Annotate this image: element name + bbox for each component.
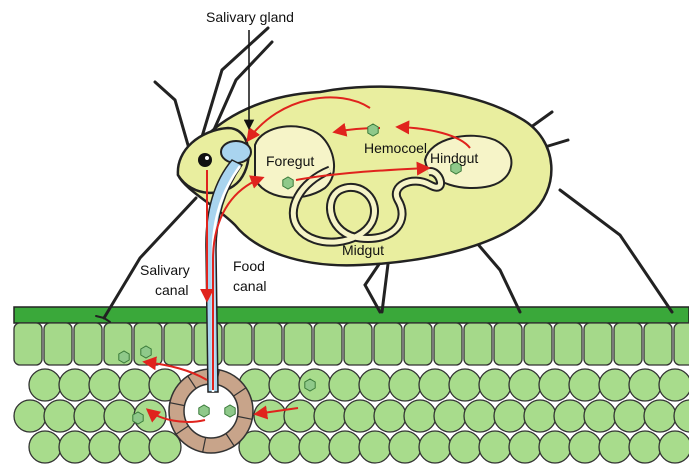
- mesophyll-cell: [269, 431, 301, 463]
- mesophyll-cell: [119, 369, 151, 401]
- mesophyll-cell: [29, 431, 61, 463]
- epidermis-cell: [434, 323, 462, 365]
- virus-particle-icon: [283, 177, 293, 189]
- mesophyll-cell: [344, 400, 376, 432]
- label-foregut: Foregut: [266, 153, 314, 169]
- mesophyll-cell: [404, 400, 436, 432]
- epidermis-cell: [404, 323, 432, 365]
- mesophyll-cell: [74, 400, 106, 432]
- mesophyll-cell: [509, 369, 541, 401]
- epidermis-cell: [554, 323, 582, 365]
- mesophyll-cell: [389, 431, 421, 463]
- mesophyll-cell: [284, 400, 316, 432]
- label-salivary-canal-1: Salivary: [140, 262, 190, 278]
- mesophyll-cell: [299, 431, 331, 463]
- mesophyll-cell: [464, 400, 496, 432]
- epidermis-cell: [644, 323, 672, 365]
- mesophyll-cell: [539, 369, 571, 401]
- mesophyll-cell: [374, 400, 406, 432]
- mesophyll-cell: [479, 369, 511, 401]
- mesophyll-cell: [659, 369, 689, 401]
- salivary-gland: [221, 141, 251, 163]
- mesophyll-cell: [89, 431, 121, 463]
- mesophyll-cell: [119, 431, 151, 463]
- epidermis-cell: [284, 323, 312, 365]
- mesophyll-cell: [44, 400, 76, 432]
- virus-particle-icon: [305, 379, 315, 391]
- mesophyll-cell: [479, 431, 511, 463]
- epidermis-cell: [14, 323, 42, 365]
- virus-particle-icon: [225, 405, 235, 417]
- epidermis-cell: [314, 323, 342, 365]
- mesophyll-cell: [509, 431, 541, 463]
- mesophyll-cell: [419, 431, 451, 463]
- label-salivary-gland: Salivary gland: [206, 9, 294, 25]
- mesophyll-cell: [104, 400, 136, 432]
- mesophyll-cell: [494, 400, 526, 432]
- mesophyll-cell: [629, 431, 661, 463]
- mesophyll-cell: [644, 400, 676, 432]
- mesophyll-cell: [539, 431, 571, 463]
- mesophyll-cell: [674, 400, 689, 432]
- epidermis-cell: [524, 323, 552, 365]
- epidermis-cell: [614, 323, 642, 365]
- mesophyll-cell: [599, 431, 631, 463]
- mesophyll-cell: [314, 400, 346, 432]
- label-salivary-canal-2: canal: [155, 282, 188, 298]
- epidermis-cell: [494, 323, 522, 365]
- mesophyll-cell: [29, 369, 61, 401]
- mesophyll-cell: [659, 431, 689, 463]
- leaf-tissue: [14, 307, 689, 463]
- epidermis-cells: [14, 323, 689, 365]
- epidermis-cell: [674, 323, 689, 365]
- epidermis-cell: [584, 323, 612, 365]
- mesophyll-cell: [329, 431, 361, 463]
- label-food-canal-2: canal: [233, 278, 266, 294]
- mesophyll-cell: [569, 369, 601, 401]
- mesophyll-cell: [614, 400, 646, 432]
- virus-particle-icon: [368, 124, 378, 136]
- epidermis-cell: [344, 323, 372, 365]
- virus-particle-icon: [199, 405, 209, 417]
- virus-particle-icon: [141, 346, 151, 358]
- mesophyll-cell: [524, 400, 556, 432]
- epidermis-cell: [134, 323, 162, 365]
- mesophyll-cell: [584, 400, 616, 432]
- epidermis-cell: [44, 323, 72, 365]
- epidermis-cell: [254, 323, 282, 365]
- leaf-surface: [14, 307, 689, 323]
- eye: [198, 153, 212, 167]
- label-hemocoel: Hemocoel: [364, 140, 427, 156]
- label-midgut: Midgut: [342, 242, 384, 258]
- label-food-canal-1: Food: [233, 258, 265, 274]
- mesophyll-cell: [269, 369, 301, 401]
- mesophyll-cell: [554, 400, 586, 432]
- virus-particle-icon: [119, 351, 129, 363]
- mesophyll-cells: [14, 369, 689, 463]
- epidermis-cell: [164, 323, 192, 365]
- mesophyll-cell: [569, 431, 601, 463]
- mesophyll-cell: [449, 369, 481, 401]
- epidermis-cell: [374, 323, 402, 365]
- mesophyll-cell: [599, 369, 631, 401]
- mesophyll-cell: [89, 369, 121, 401]
- virus-particle-icon: [133, 412, 143, 424]
- label-hindgut: Hindgut: [430, 150, 478, 166]
- mesophyll-cell: [14, 400, 46, 432]
- mesophyll-cell: [359, 431, 391, 463]
- mesophyll-cell: [59, 369, 91, 401]
- mesophyll-cell: [419, 369, 451, 401]
- epidermis-cell: [464, 323, 492, 365]
- mesophyll-cell: [629, 369, 661, 401]
- epidermis-cell: [224, 323, 252, 365]
- mesophyll-cell: [389, 369, 421, 401]
- mesophyll-cell: [359, 369, 391, 401]
- mesophyll-cell: [449, 431, 481, 463]
- mesophyll-cell: [59, 431, 91, 463]
- epidermis-cell: [74, 323, 102, 365]
- mesophyll-cell: [254, 400, 286, 432]
- mesophyll-cell: [329, 369, 361, 401]
- mesophyll-cell: [434, 400, 466, 432]
